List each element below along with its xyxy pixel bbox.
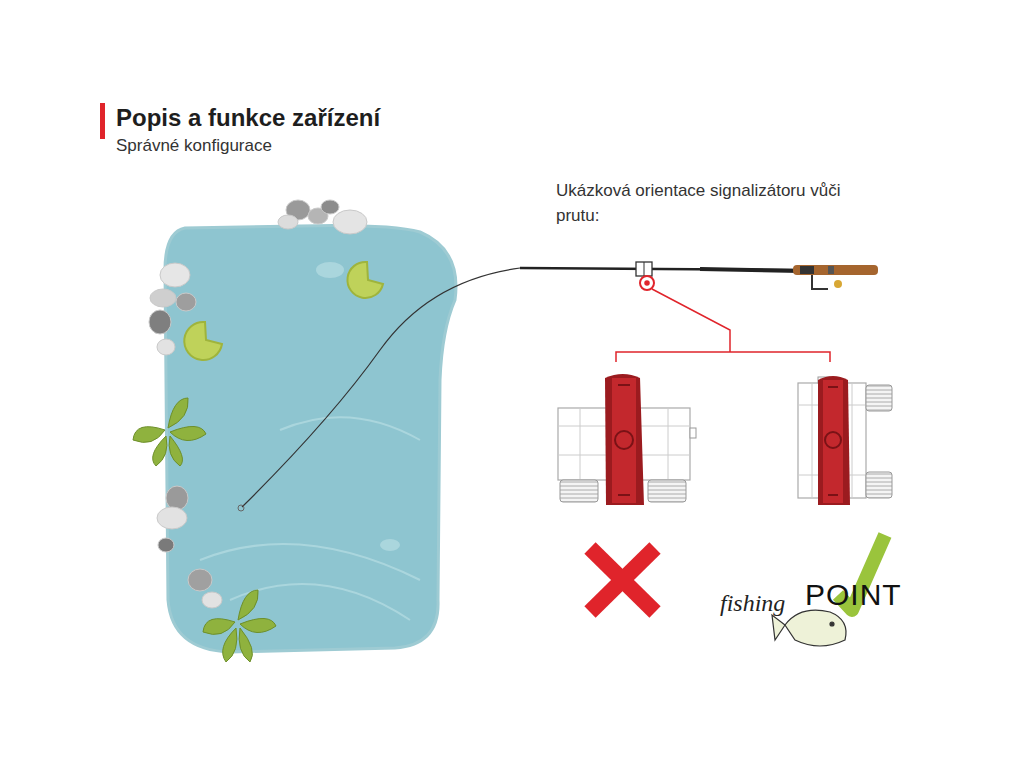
fishing-rod <box>520 262 878 289</box>
bite-alarm-correct <box>798 376 892 505</box>
logo-word: POINT <box>805 578 902 612</box>
hook <box>238 505 244 511</box>
subtitle: Správné konfigurace <box>116 136 272 156</box>
pond <box>165 226 456 652</box>
wrong-cross <box>590 548 655 612</box>
bite-alarm-wrong <box>558 374 696 505</box>
plant <box>133 398 276 662</box>
rocks <box>149 200 367 608</box>
fishing-line <box>242 268 520 507</box>
page-title: Popis a funkce zařízení <box>116 104 380 132</box>
title-bar <box>100 103 105 139</box>
lily-pad <box>184 262 383 360</box>
note-text: Ukázková orientace signalizátoru vůči pr… <box>556 178 866 228</box>
logo-script: fishing <box>720 590 785 617</box>
callout-leader <box>616 276 830 362</box>
